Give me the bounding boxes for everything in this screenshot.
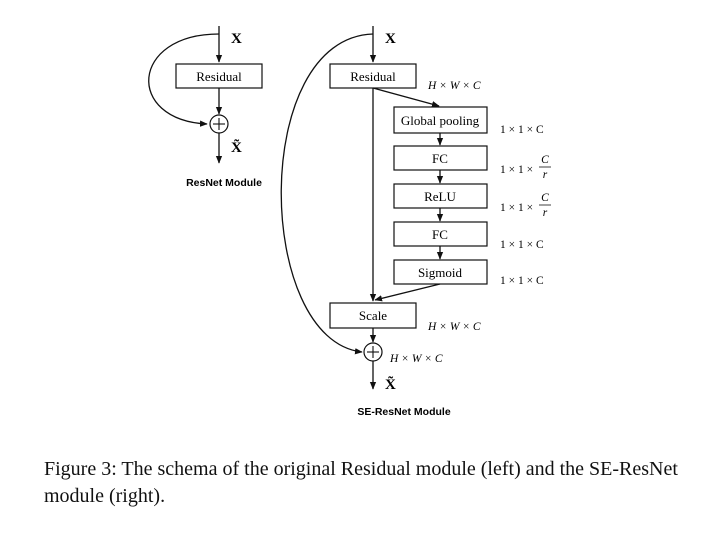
- left-input-label: X: [231, 31, 242, 47]
- fc2-label: FC: [432, 227, 448, 242]
- relu-dim-prefix: 1 × 1 ×: [500, 202, 533, 214]
- resnet-module: X Residual X̃ ResNet Module: [148, 26, 263, 189]
- left-skip-connection: [148, 33, 220, 127]
- relu-frac-num: C: [541, 192, 549, 204]
- relu-frac-den: r: [543, 207, 548, 219]
- figure-caption: Figure 3: The schema of the original Res…: [44, 458, 678, 507]
- right-module-title: SE-ResNet Module: [357, 406, 451, 418]
- right-sum-icon: [363, 342, 383, 362]
- se-resnet-module: X Residual H × W × C Global pooling 1 × …: [280, 26, 551, 418]
- right-branch-line: [372, 87, 440, 108]
- right-input-label: X: [385, 31, 396, 47]
- left-module-title: ResNet Module: [186, 177, 262, 189]
- scale-dim: H × W × C: [427, 321, 481, 333]
- sigmoid-box: [393, 259, 488, 285]
- fc1-frac-den: r: [543, 169, 548, 181]
- right-output-label: X̃: [385, 376, 396, 393]
- scale-label: Scale: [359, 308, 387, 323]
- fc2-dim: 1 × 1 × C: [500, 239, 544, 251]
- fc1-frac-num: C: [541, 154, 549, 166]
- diagram-canvas: X Residual X̃ ResNet Module X Residual H…: [148, 26, 551, 418]
- left-output-label: X̃: [231, 139, 242, 156]
- fc2-box: [393, 221, 488, 247]
- global-pooling-dim: 1 × 1 × C: [500, 124, 544, 136]
- sigmoid-dim: 1 × 1 × C: [500, 275, 544, 287]
- fc1-box: [393, 145, 488, 171]
- sum-dim: H × W × C: [389, 353, 443, 365]
- fc1-dim-prefix: 1 × 1 ×: [500, 164, 533, 176]
- left-sum-icon: [209, 114, 229, 134]
- right-residual-box: [329, 63, 417, 89]
- right-residual-dim: H × W × C: [427, 80, 481, 92]
- sigmoid-label: Sigmoid: [418, 265, 463, 280]
- left-residual-box: [175, 63, 263, 89]
- fc1-label: FC: [432, 151, 448, 166]
- right-residual-label: Residual: [350, 69, 396, 84]
- right-skip-connection: [280, 33, 374, 355]
- global-pooling-box: [393, 106, 488, 134]
- left-residual-label: Residual: [196, 69, 242, 84]
- sigmoid-to-scale: [374, 283, 441, 302]
- relu-box: [393, 183, 488, 209]
- relu-label: ReLU: [424, 189, 456, 204]
- global-pooling-label: Global pooling: [401, 113, 480, 128]
